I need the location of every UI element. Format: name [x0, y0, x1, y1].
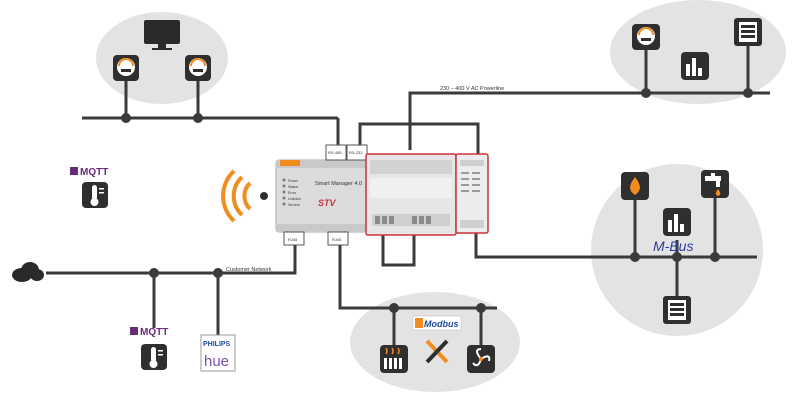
smart-manager-device: Power Status Error Link/Act Service Smar… [275, 159, 367, 233]
device-brand: STV [318, 198, 337, 208]
modbus-logo: Modbus [412, 315, 462, 331]
energy-meter-icon [663, 296, 691, 324]
led-label: Link/Act [288, 197, 301, 201]
led-label: Power [288, 179, 299, 183]
svg-text:M-Bus: M-Bus [653, 238, 693, 254]
customer-network-label: Customer Network [226, 267, 272, 273]
relay-module [455, 153, 489, 234]
heat-flame-icon [621, 172, 649, 200]
led-label: Status [288, 185, 298, 189]
bar-chart-icon [663, 208, 691, 236]
thermometer-icon [82, 182, 108, 208]
fan-icon [467, 345, 495, 373]
meter-icon [113, 55, 139, 81]
thermometer-icon [141, 344, 167, 370]
meter-icon [185, 55, 211, 81]
port-rj45-right: RJ45 [327, 231, 349, 246]
energy-meter-icon [734, 18, 762, 46]
powerline-module [365, 153, 457, 236]
philips-hue-logo: PHILIPS hue [200, 334, 236, 372]
led-label: Error [288, 191, 297, 195]
device-title: Smart Manager 4.0 [315, 181, 362, 187]
svg-text:PHILIPS: PHILIPS [203, 341, 231, 348]
meter-icon [632, 24, 660, 50]
bar-chart-icon [681, 52, 709, 80]
tv-icon [144, 20, 180, 50]
svg-text:RS-485: RS-485 [328, 150, 342, 155]
mqtt-logo: MQTT [130, 327, 168, 338]
mqtt-logo: MQTT [70, 167, 108, 178]
radiator-icon [380, 345, 408, 373]
port-rs232: RS-232 [346, 144, 368, 161]
svg-text:MQTT: MQTT [140, 327, 168, 338]
tools-icon [425, 339, 449, 364]
svg-text:RJ45: RJ45 [288, 237, 298, 242]
mbus-logo: M-Bus [653, 238, 693, 254]
cloud-icon [12, 262, 44, 282]
port-rj45-left: RJ45 [283, 231, 305, 246]
svg-text:MQTT: MQTT [80, 167, 108, 178]
svg-text:RJ45: RJ45 [332, 237, 342, 242]
junction-dots [121, 88, 753, 313]
port-rs485: RS-485 [325, 144, 347, 161]
svg-text:hue: hue [204, 353, 229, 370]
svg-text:RS-232: RS-232 [349, 150, 363, 155]
wifi-icon [221, 169, 268, 223]
led-label: Service [288, 203, 300, 207]
powerline-label: 230 – 400 V AC Powerline [440, 86, 504, 92]
svg-text:Modbus: Modbus [424, 319, 459, 329]
water-tap-icon [701, 170, 729, 198]
